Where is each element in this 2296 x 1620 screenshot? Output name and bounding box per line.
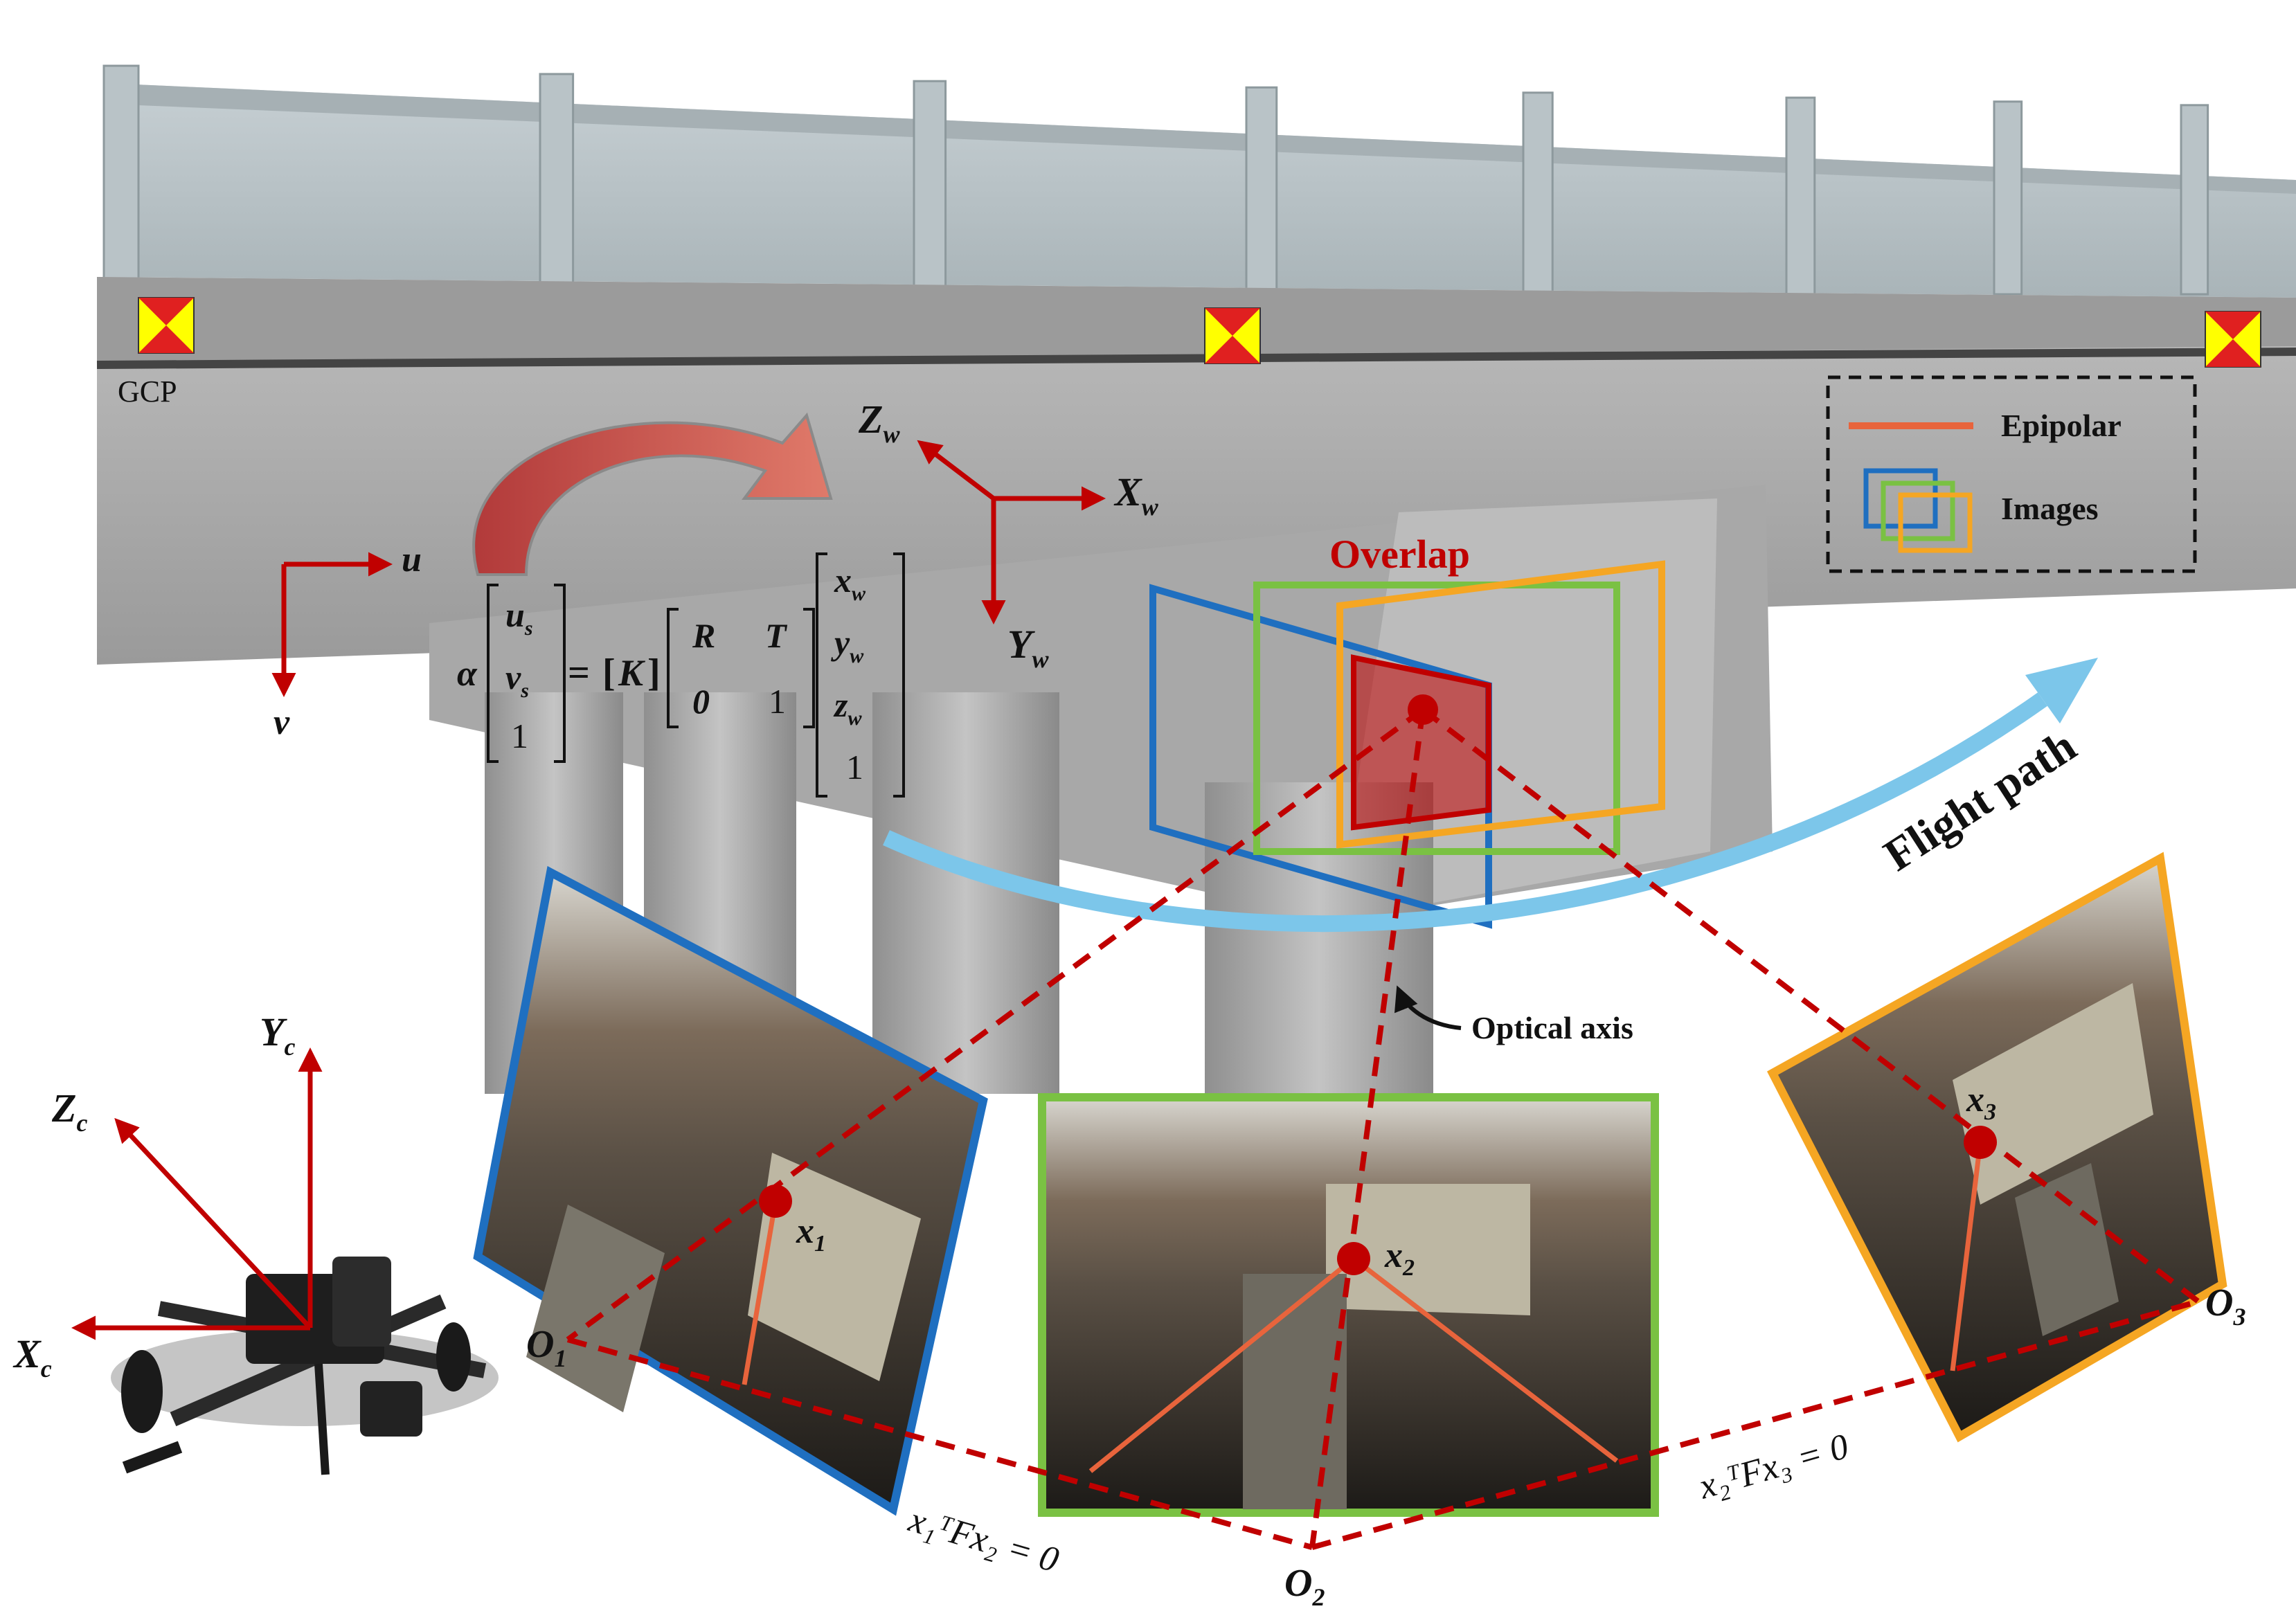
drone bbox=[111, 1257, 499, 1475]
photo-1 bbox=[473, 865, 988, 1516]
projection-equation: α us vs 1 = [ K ] R T 0 1 xw yw zw 1 bbox=[457, 552, 905, 798]
overlap-label: Overlap bbox=[1329, 532, 1470, 577]
bridge-model bbox=[96, 64, 2296, 1094]
o3-label: O3 bbox=[2205, 1281, 2245, 1331]
epipolar-constraint-23: x₂ᵀFx₃ = 0 bbox=[1694, 1427, 1853, 1507]
svg-text:1: 1 bbox=[769, 682, 786, 721]
epipolar-lines bbox=[742, 1142, 1983, 1473]
gcp-marker-2 bbox=[1204, 307, 1261, 364]
ray-lines bbox=[566, 707, 2200, 1550]
svg-text:T: T bbox=[765, 616, 788, 655]
xw-axis-label: Xw bbox=[1113, 469, 1159, 521]
svg-text:yw: yw bbox=[831, 623, 864, 667]
railing-post bbox=[102, 64, 140, 296]
svg-text:zw: zw bbox=[833, 685, 862, 730]
svg-text:vs: vs bbox=[505, 658, 529, 702]
svg-text:us: us bbox=[505, 595, 533, 640]
gcp-marker-3 bbox=[2205, 311, 2261, 368]
svg-text:0: 0 bbox=[692, 682, 710, 721]
o2-label: O2 bbox=[1284, 1562, 1325, 1611]
yc-axis-label: Yc bbox=[260, 1009, 295, 1061]
optical-axis-pointer bbox=[1394, 985, 1462, 1030]
svg-text:K: K bbox=[618, 652, 646, 694]
orange-image-footprint bbox=[1336, 560, 1665, 849]
railing-top-rail bbox=[104, 83, 2296, 194]
point-x1 bbox=[759, 1185, 792, 1218]
svg-text:]: ] bbox=[647, 651, 661, 694]
photo-2 bbox=[1038, 1093, 1659, 1517]
svg-text:1: 1 bbox=[511, 717, 528, 755]
railing-post bbox=[1245, 86, 1278, 296]
legend-epipolar-label: Epipolar bbox=[2001, 408, 2122, 443]
v-axis-label: v bbox=[273, 703, 290, 742]
x3-label: x3 bbox=[1966, 1080, 1996, 1125]
railing-post bbox=[1993, 100, 2023, 296]
railing-posts bbox=[102, 64, 2209, 296]
svg-text:1: 1 bbox=[846, 748, 863, 786]
zw-axis-label: Zw bbox=[858, 397, 900, 448]
svg-text:xw: xw bbox=[834, 561, 866, 605]
bridge-cornice bbox=[97, 277, 2296, 363]
drone-camera bbox=[360, 1381, 422, 1437]
camera-axes: Yc Zc Xc bbox=[12, 1009, 323, 1383]
x2-label: x2 bbox=[1384, 1236, 1415, 1281]
bridge-railing bbox=[104, 83, 2296, 298]
eq-alpha: α bbox=[457, 654, 478, 694]
point-x2 bbox=[1337, 1242, 1370, 1275]
flight-path-arrowhead bbox=[2025, 658, 2098, 723]
railing-post bbox=[539, 73, 575, 296]
eq-equals: = bbox=[568, 651, 590, 694]
optical-axis-label: Optical axis bbox=[1471, 1010, 1633, 1045]
blue-image-footprint bbox=[1149, 584, 1492, 929]
projection-curved-arrow bbox=[472, 412, 833, 576]
overlap-center-point bbox=[1408, 694, 1438, 725]
image-footprints: Overlap bbox=[1149, 532, 1665, 929]
railing-post bbox=[2180, 104, 2209, 296]
pier-4 bbox=[1205, 782, 1433, 1094]
point-x3 bbox=[1964, 1126, 1997, 1159]
railing-post bbox=[1785, 96, 1816, 296]
svg-text:R: R bbox=[692, 616, 715, 655]
photo-3 bbox=[1767, 852, 2227, 1443]
svg-text:[: [ bbox=[602, 651, 616, 694]
u-axis-label: u bbox=[402, 540, 422, 579]
world-axes: Xw Zw Yw bbox=[858, 397, 1159, 673]
yw-axis-label: Yw bbox=[1007, 622, 1049, 673]
deck-dark-strip bbox=[96, 348, 2296, 369]
green-image-footprint bbox=[1253, 582, 1620, 855]
xc-axis-label: Xc bbox=[12, 1331, 52, 1383]
x1-label: x1 bbox=[796, 1212, 826, 1257]
railing-post bbox=[1522, 91, 1554, 296]
railing-post bbox=[913, 80, 947, 296]
legend-images-label: Images bbox=[2001, 491, 2099, 526]
image-axes: u v bbox=[271, 540, 422, 742]
o1-label: O1 bbox=[526, 1323, 566, 1372]
zc-axis-label: Zc bbox=[51, 1086, 87, 1137]
flight-path-curve bbox=[883, 692, 2047, 933]
legend-images-swatch bbox=[1863, 468, 1973, 553]
legend-box bbox=[1826, 375, 2197, 573]
gcp-label: GCP bbox=[118, 375, 177, 408]
gcp-marker-1 bbox=[138, 297, 195, 354]
legend: Epipolar Images bbox=[1826, 375, 2197, 573]
